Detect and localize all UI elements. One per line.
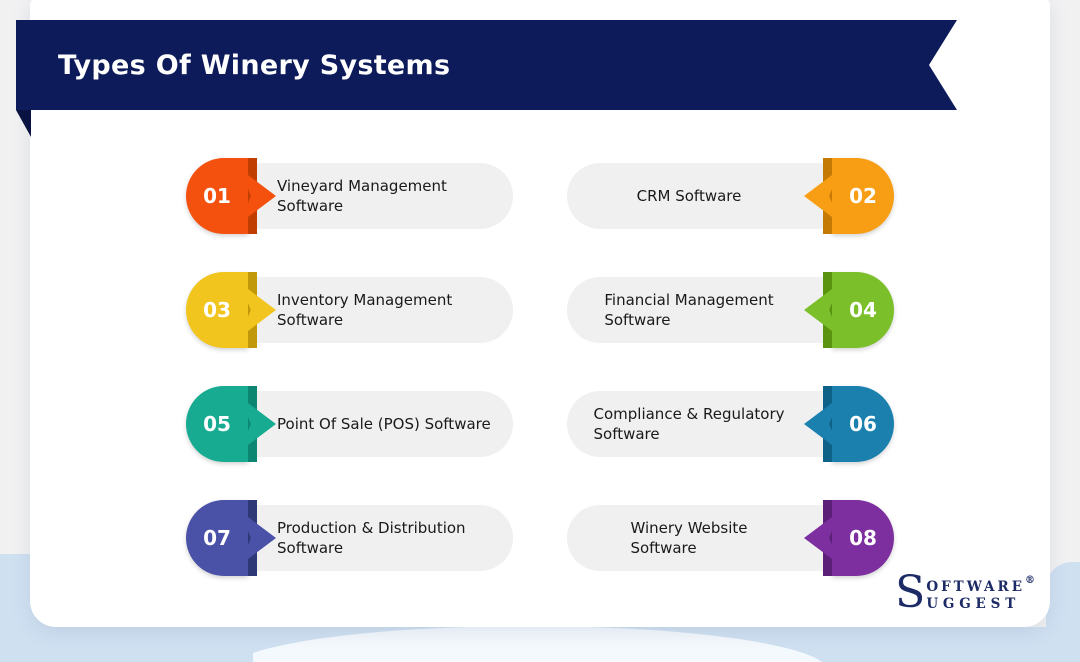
badge-shape	[832, 158, 894, 234]
logo-line-suggest: UGGEST	[926, 596, 1021, 613]
item-label: Inventory Management Software	[277, 290, 453, 329]
winery-system-item-07: Production & Distribution Software 07	[186, 500, 513, 576]
ribbon-fold	[16, 110, 31, 137]
item-number: 02	[849, 184, 877, 208]
item-number: 05	[203, 412, 231, 436]
item-number-badge: 01	[186, 158, 276, 234]
winery-system-item-04: Financial Management Software 04	[567, 272, 894, 348]
winery-system-item-05: Point Of Sale (POS) Software 05	[186, 386, 513, 462]
badge-shape	[832, 272, 894, 348]
badge-shape	[186, 500, 248, 576]
item-label: Compliance & Regulatory Software	[593, 404, 785, 443]
badge-shape	[832, 500, 894, 576]
item-number-badge: 02	[804, 158, 894, 234]
badge-shape	[186, 386, 248, 462]
item-number: 04	[849, 298, 877, 322]
page-title: Types Of Winery Systems	[58, 49, 451, 81]
winery-system-item-08: Winery Website Software 08	[567, 500, 894, 576]
item-number: 08	[849, 526, 877, 550]
registered-trademark-icon: ®	[1025, 575, 1035, 587]
softwaresuggest-logo: S OFTWARE® UGGEST	[895, 567, 1035, 619]
badge-shape	[832, 386, 894, 462]
item-number-badge: 08	[804, 500, 894, 576]
logo-big-s: S	[895, 567, 926, 619]
item-number-badge: 05	[186, 386, 276, 462]
item-label: Production & Distribution Software	[277, 518, 466, 557]
item-number-badge: 03	[186, 272, 276, 348]
title-ribbon: Types Of Winery Systems	[16, 20, 957, 110]
item-number-badge: 04	[804, 272, 894, 348]
item-number: 03	[203, 298, 231, 322]
item-number: 01	[203, 184, 231, 208]
item-number: 06	[849, 412, 877, 436]
badge-shape	[186, 158, 248, 234]
logo-line-software: OFTWARE®	[926, 575, 1035, 595]
winery-system-item-06: Compliance & Regulatory Software 06	[567, 386, 894, 462]
winery-system-item-01: Vineyard Management Software 01	[186, 158, 513, 234]
item-label: Vineyard Management Software	[277, 176, 447, 215]
item-label: CRM Software	[636, 186, 742, 205]
logo-text-oftware: OFTWARE	[926, 579, 1025, 596]
item-label: Financial Management Software	[604, 290, 774, 329]
item-label: Winery Website Software	[630, 518, 748, 557]
badge-shape	[186, 272, 248, 348]
item-number: 07	[203, 526, 231, 550]
winery-system-item-02: CRM Software 02	[567, 158, 894, 234]
item-number-badge: 07	[186, 500, 276, 576]
item-label: Point Of Sale (POS) Software	[277, 414, 491, 433]
bottom-right-blue-blob	[1046, 562, 1080, 662]
logo-wordmark: OFTWARE® UGGEST	[926, 575, 1035, 612]
winery-system-item-03: Inventory Management Software 03	[186, 272, 513, 348]
item-number-badge: 06	[804, 386, 894, 462]
